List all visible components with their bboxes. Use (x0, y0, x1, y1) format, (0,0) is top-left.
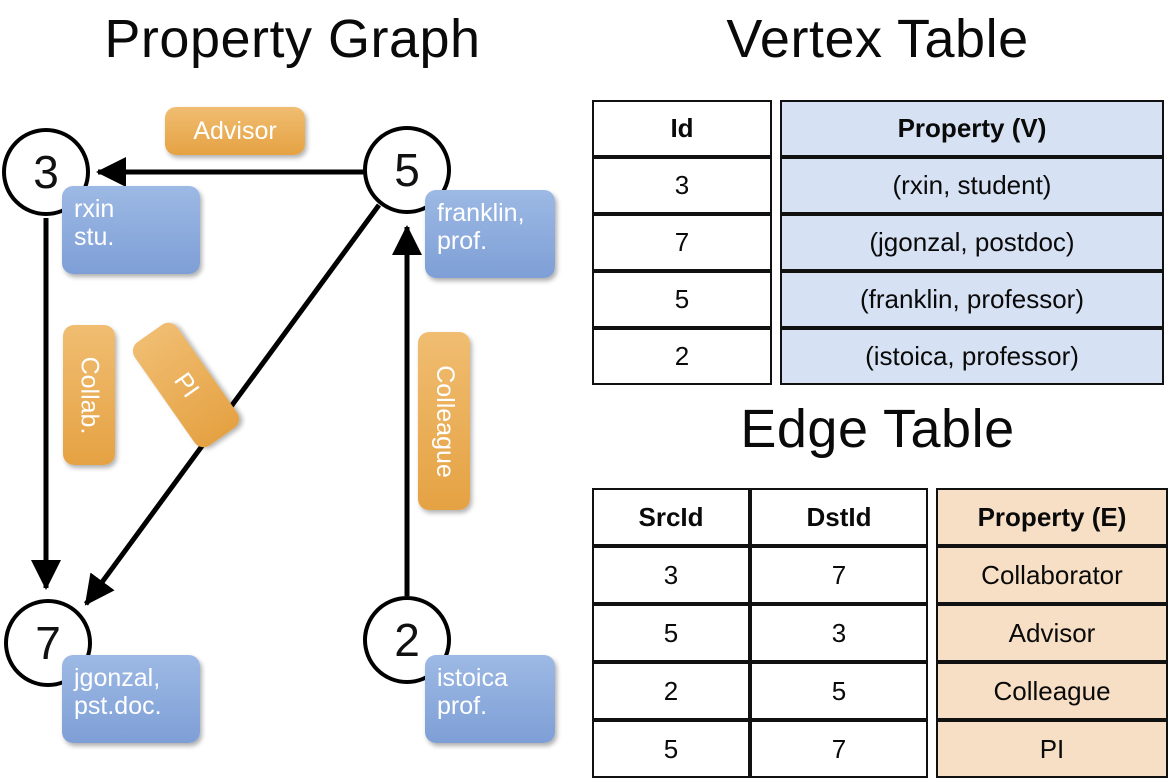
node-property-2-line2: prof. (437, 692, 488, 720)
edge-cell-srcid: 3 (592, 546, 750, 604)
node-property-3-line2: stu. (74, 223, 115, 251)
edge-cell-dstid: 7 (750, 720, 928, 778)
node-property-box-2: istoica prof. (425, 655, 555, 743)
vertex-table: Id Property (V) 3 (rxin, student) 7 (jgo… (592, 100, 1164, 385)
node-property-5-line2: prof. (437, 227, 488, 255)
graph-node-7-label: 7 (35, 617, 61, 669)
edge-label-pi-text: PI (168, 367, 205, 403)
edge-table-gap (928, 604, 936, 662)
page-title-edge-table: Edge Table (740, 399, 1015, 459)
edge-label-advisor: Advisor (165, 107, 305, 155)
edge-table-gap (928, 720, 936, 778)
node-property-7-line2: pst.doc. (74, 692, 162, 720)
edge-header-property: Property (E) (936, 488, 1168, 546)
edge-label-colleague-text: Colleague (430, 364, 459, 478)
edge-cell-srcid: 2 (592, 662, 750, 720)
edge-label-colleague: Colleague (418, 332, 470, 510)
edge-5-to-7 (83, 203, 382, 606)
vertex-table-gap (772, 271, 780, 328)
table-row[interactable]: 3 7 Collaborator (592, 546, 1168, 604)
vertex-cell-id: 5 (592, 271, 772, 328)
edge-cell-property: PI (936, 720, 1168, 778)
table-row[interactable]: 5 3 Advisor (592, 604, 1168, 662)
vertex-header-property: Property (V) (780, 100, 1164, 157)
table-row[interactable]: 5 (franklin, professor) (592, 271, 1164, 328)
edge-table-gap (928, 546, 936, 604)
node-property-box-5: franklin, prof. (425, 190, 555, 278)
edge-cell-property: Colleague (936, 662, 1168, 720)
table-row[interactable]: 5 7 PI (592, 720, 1168, 778)
vertex-cell-id: 3 (592, 157, 772, 214)
edge-header-dstid: DstId (750, 488, 928, 546)
vertex-table-header-row: Id Property (V) (592, 100, 1164, 157)
graph-node-2[interactable]: 2 (363, 596, 451, 684)
graph-node-5-label: 5 (394, 144, 420, 196)
edge-label-collab: Collab. (63, 325, 115, 465)
node-property-3-line1: rxin (74, 195, 115, 223)
node-property-2-line1: istoica (437, 664, 508, 692)
edge-cell-srcid: 5 (592, 604, 750, 662)
edge-label-collab-text: Collab. (75, 356, 104, 434)
property-graph-panel: Property Graph 3 5 7 2 rxin stu. frankli… (0, 0, 585, 760)
graph-node-3-label: 3 (33, 146, 59, 198)
graph-edges-svg (31, 157, 422, 606)
node-property-box-3: rxin stu. (62, 186, 200, 274)
node-property-7-line1: jgonzal, (74, 664, 161, 692)
edge-label-advisor-text: Advisor (193, 116, 277, 145)
node-property-5-line1: franklin, (437, 199, 525, 227)
vertex-header-id: Id (592, 100, 772, 157)
vertex-cell-id: 7 (592, 214, 772, 271)
edge-table-header-row: SrcId DstId Property (E) (592, 488, 1168, 546)
vertex-cell-property: (istoica, professor) (780, 328, 1164, 385)
vertex-table-gap (772, 328, 780, 385)
graph-node-5[interactable]: 5 (363, 126, 451, 214)
edge-cell-property: Advisor (936, 604, 1168, 662)
vertex-cell-id: 2 (592, 328, 772, 385)
edge-table: SrcId DstId Property (E) 3 7 Collaborato… (592, 488, 1168, 778)
edge-cell-dstid: 5 (750, 662, 928, 720)
vertex-table-gap (772, 100, 780, 157)
node-property-box-7: jgonzal, pst.doc. (62, 655, 200, 743)
vertex-table-gap (772, 157, 780, 214)
page-title-property-graph: Property Graph (104, 9, 481, 69)
edge-table-gap (928, 488, 936, 546)
vertex-cell-property: (franklin, professor) (780, 271, 1164, 328)
edge-cell-dstid: 3 (750, 604, 928, 662)
vertex-cell-property: (rxin, student) (780, 157, 1164, 214)
table-row[interactable]: 2 5 Colleague (592, 662, 1168, 720)
graph-node-2-label: 2 (394, 614, 420, 666)
vertex-table-gap (772, 214, 780, 271)
edge-table-gap (928, 662, 936, 720)
vertex-cell-property: (jgonzal, postdoc) (780, 214, 1164, 271)
edge-header-srcid: SrcId (592, 488, 750, 546)
page-title-vertex-table: Vertex Table (726, 9, 1029, 69)
table-row[interactable]: 2 (istoica, professor) (592, 328, 1164, 385)
table-row[interactable]: 3 (rxin, student) (592, 157, 1164, 214)
edge-cell-srcid: 5 (592, 720, 750, 778)
edge-cell-property: Collaborator (936, 546, 1168, 604)
table-row[interactable]: 7 (jgonzal, postdoc) (592, 214, 1164, 271)
edge-cell-dstid: 7 (750, 546, 928, 604)
